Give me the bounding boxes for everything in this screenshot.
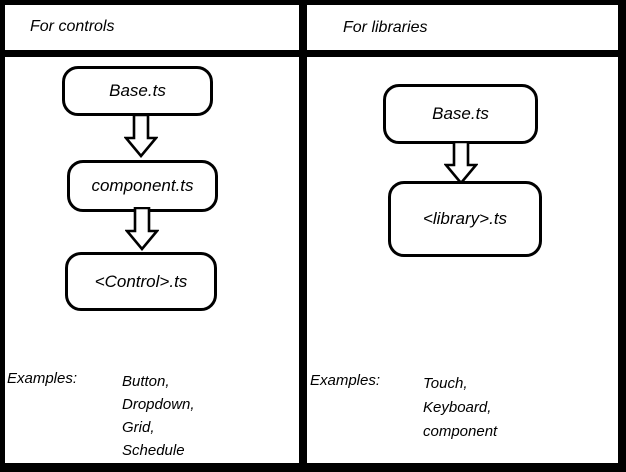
example-item: component: [423, 423, 498, 440]
node-label: Base.ts: [109, 81, 166, 100]
example-item: Keyboard,: [423, 399, 492, 416]
node-component-ts: component.ts: [67, 160, 218, 212]
node-library-ts: <library>.ts: [388, 181, 542, 257]
example-item: Schedule: [122, 442, 185, 459]
node-label: component.ts: [91, 176, 194, 195]
node-base-ts-controls: Base.ts: [62, 66, 213, 116]
node-label: Base.ts: [432, 104, 489, 123]
down-arrow-icon: [124, 114, 158, 158]
panel-divider: [299, 0, 307, 472]
examples-label-controls: Examples:: [7, 370, 78, 387]
header-divider: [0, 50, 626, 57]
down-arrow-icon: [125, 207, 159, 251]
example-item: Touch,: [423, 375, 468, 392]
node-control-ts: <Control>.ts: [65, 252, 217, 311]
down-arrow-icon: [444, 141, 478, 185]
node-label: <Control>.ts: [94, 271, 188, 291]
examples-list-libraries: Touch, Keyboard, component: [423, 372, 497, 444]
example-item: Button,: [122, 373, 170, 390]
left-panel-title: For controls: [30, 18, 115, 35]
example-item: Grid,: [122, 419, 155, 436]
node-label: <library>.ts: [422, 209, 508, 228]
example-item: Dropdown,: [122, 396, 195, 413]
right-panel-title: For libraries: [343, 19, 428, 36]
node-base-ts-libraries: Base.ts: [383, 84, 538, 144]
examples-list-controls: Button, Dropdown, Grid, Schedule: [122, 370, 195, 462]
examples-label-libraries: Examples:: [310, 372, 381, 389]
